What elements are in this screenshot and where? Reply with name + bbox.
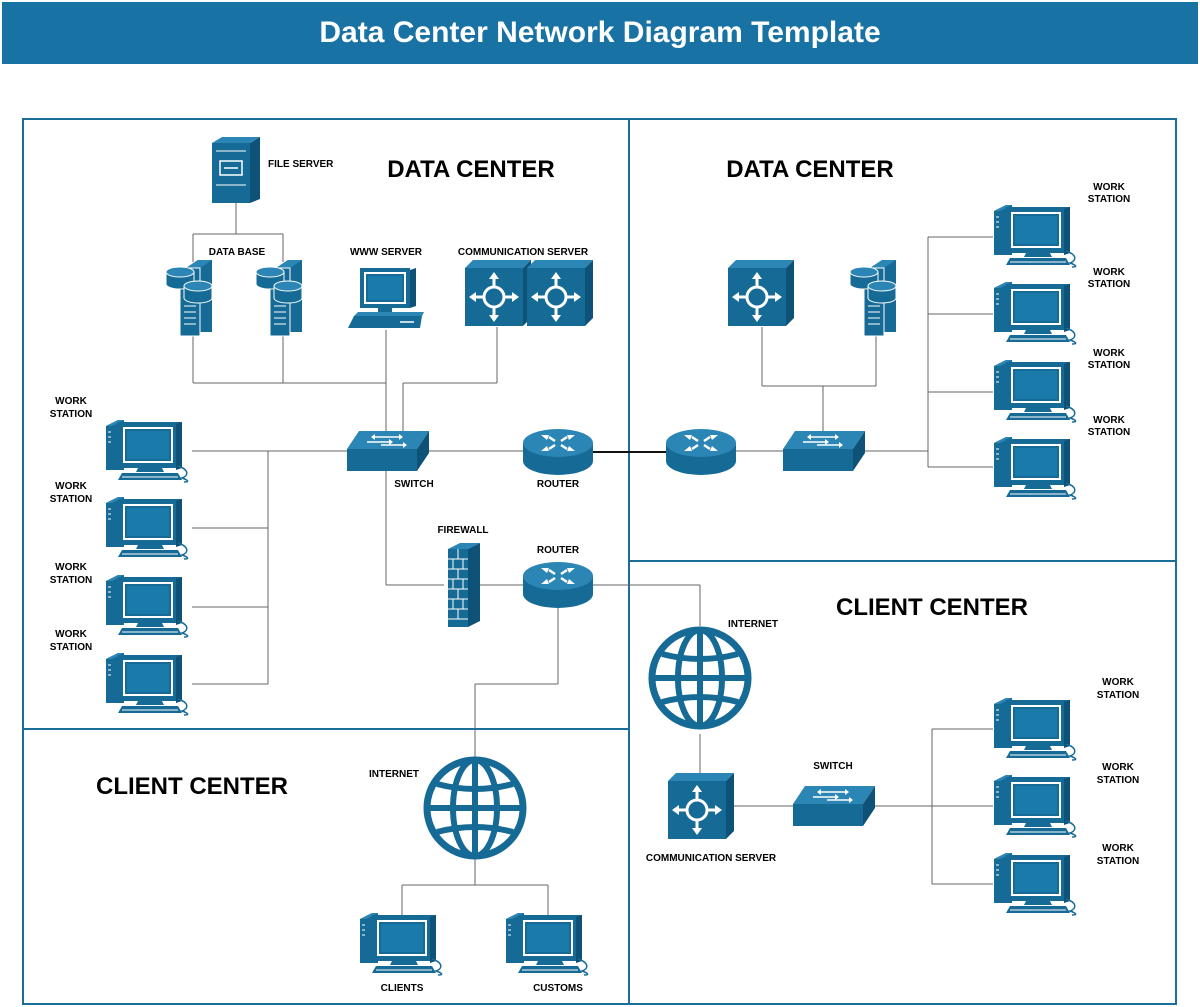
workstation-label: WORK STATION <box>1088 267 1130 290</box>
svg-text:WORK: WORK <box>1102 677 1134 688</box>
workstation-icon <box>993 359 1077 423</box>
workstation-icon <box>105 496 189 560</box>
region-title-data-center-right: DATA CENTER <box>726 156 894 183</box>
workstation-icon <box>993 697 1077 761</box>
region-title-client-center-left: CLIENT CENTER <box>96 773 288 800</box>
workstation-label: WORK STATION <box>1097 843 1139 867</box>
svg-text:WORK: WORK <box>55 629 87 640</box>
workstation-label: WORK STATION <box>1097 677 1139 701</box>
switch-icon <box>782 430 866 472</box>
workstation-icon <box>993 436 1077 500</box>
firewall-label: FIREWALL <box>437 525 488 536</box>
workstation-label: WORK STATION <box>50 629 92 653</box>
workstation-icon <box>359 912 443 976</box>
connection-lines <box>192 201 993 915</box>
switch-icon <box>792 785 876 827</box>
workstation-label: WORK STATION <box>50 396 92 420</box>
file-server-icon <box>211 136 261 204</box>
workstation-icon <box>105 574 189 638</box>
svg-text:STATION: STATION <box>1088 279 1130 290</box>
svg-text:STATION: STATION <box>1097 856 1139 867</box>
svg-text:WORK: WORK <box>55 481 87 492</box>
svg-text:STATION: STATION <box>50 642 92 653</box>
database-server-icon <box>255 259 303 337</box>
workstation-label: WORK STATION <box>1088 415 1130 438</box>
internet-label: INTERNET <box>369 769 419 780</box>
www-server-label: WWW SERVER <box>350 247 423 258</box>
workstation-icon <box>993 281 1077 345</box>
communication-server-icon <box>525 258 595 328</box>
database-server-icon <box>849 259 897 337</box>
communication-server-icon <box>666 771 736 841</box>
www-server-icon <box>347 267 425 329</box>
workstation-label: WORK STATION <box>1088 348 1130 371</box>
workstation-label: WORK STATION <box>1088 182 1130 205</box>
svg-text:STATION: STATION <box>1097 690 1139 701</box>
internet-globe-icon <box>427 760 523 856</box>
svg-text:STATION: STATION <box>1097 775 1139 786</box>
router-icon <box>521 427 595 477</box>
workstation-icon <box>993 852 1077 916</box>
clients-label: CLIENTS <box>381 983 424 994</box>
file-server-label: FILE SERVER <box>268 159 334 170</box>
communication-server-icon <box>463 258 533 328</box>
svg-text:WORK: WORK <box>1093 348 1125 359</box>
region-title-data-center-left: DATA CENTER <box>387 156 555 183</box>
customs-label: CUSTOMS <box>533 983 583 994</box>
svg-text:WORK: WORK <box>1093 415 1125 426</box>
svg-text:STATION: STATION <box>1088 427 1130 438</box>
svg-text:STATION: STATION <box>1088 360 1130 371</box>
communication-server-icon <box>726 258 796 328</box>
svg-text:STATION: STATION <box>1088 194 1130 205</box>
router-label: ROUTER <box>537 479 580 490</box>
workstation-icon <box>993 204 1077 268</box>
communication-server-label: COMMUNICATION SERVER <box>458 247 589 258</box>
workstation-icon <box>105 419 189 483</box>
workstation-label: WORK STATION <box>50 481 92 505</box>
switch-icon <box>346 430 430 472</box>
workstation-label: WORK STATION <box>1097 762 1139 786</box>
svg-text:WORK: WORK <box>55 396 87 407</box>
switch-label: SWITCH <box>813 761 852 772</box>
region-title-client-center-right: CLIENT CENTER <box>836 594 1028 621</box>
router-icon <box>521 560 595 610</box>
svg-text:WORK: WORK <box>55 562 87 573</box>
svg-text:WORK: WORK <box>1093 182 1125 193</box>
svg-text:WORK: WORK <box>1093 267 1125 278</box>
svg-text:STATION: STATION <box>50 494 92 505</box>
svg-text:WORK: WORK <box>1102 843 1134 854</box>
svg-text:WORK: WORK <box>1102 762 1134 773</box>
database-label: DATA BASE <box>209 247 266 258</box>
page-title: Data Center Network Diagram Template <box>2 2 1198 64</box>
router-icon <box>664 427 738 477</box>
internet-label: INTERNET <box>728 619 778 630</box>
database-server-icon <box>165 259 213 337</box>
region-borders <box>22 118 1177 1005</box>
router-label: ROUTER <box>537 545 580 556</box>
switch-label: SWITCH <box>394 479 433 490</box>
svg-text:STATION: STATION <box>50 575 92 586</box>
workstation-icon <box>105 652 189 716</box>
communication-server-label: COMMUNICATION SERVER <box>646 853 777 864</box>
workstation-icon <box>505 912 589 976</box>
workstation-label: WORK STATION <box>50 562 92 586</box>
internet-globe-icon <box>652 630 748 726</box>
svg-text:STATION: STATION <box>50 409 92 420</box>
firewall-icon <box>447 542 481 628</box>
workstation-icon <box>993 774 1077 838</box>
